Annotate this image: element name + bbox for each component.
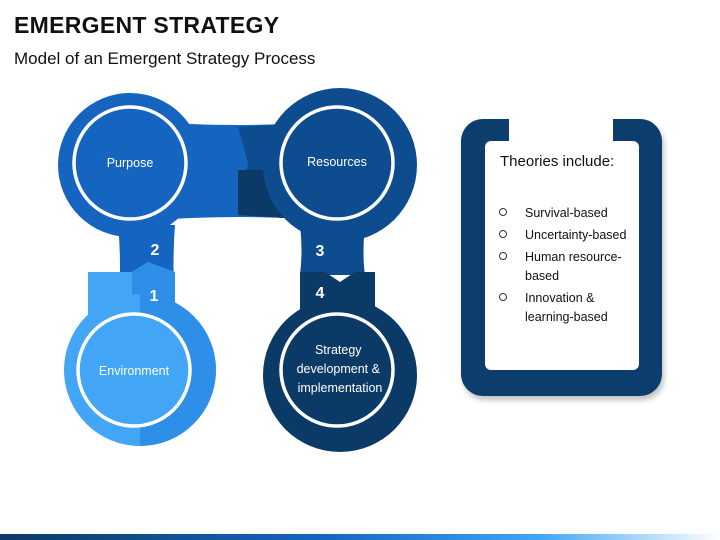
list-item: Survival-based bbox=[495, 204, 635, 223]
environment-label: Environment bbox=[99, 364, 170, 378]
bullet-icon bbox=[499, 230, 507, 238]
theory-text: learning-based bbox=[525, 310, 608, 324]
strategy-label: Strategy development & implementation bbox=[297, 343, 384, 395]
list-item: Uncertainty-based bbox=[495, 226, 635, 245]
bullet-icon bbox=[499, 293, 507, 301]
bullet-icon bbox=[499, 208, 507, 216]
page-subtitle: Model of an Emergent Strategy Process bbox=[14, 49, 316, 68]
theory-list: Survival-based Uncertainty-based Human r… bbox=[495, 204, 635, 330]
purpose-label: Purpose bbox=[107, 156, 154, 170]
step-number-4: 4 bbox=[316, 285, 325, 302]
list-item: Human resource- based bbox=[495, 248, 635, 286]
resources-label: Resources bbox=[307, 155, 367, 169]
theory-text: based bbox=[525, 269, 560, 283]
strategy-label-line: implementation bbox=[298, 381, 383, 395]
theory-text: Human resource- bbox=[525, 250, 622, 264]
theory-text: Uncertainty-based bbox=[525, 228, 627, 242]
strategy-label-line: Strategy bbox=[315, 343, 362, 357]
step-number-1: 1 bbox=[150, 288, 159, 305]
strategy-node bbox=[279, 312, 395, 428]
footer-gradient-bar bbox=[0, 534, 720, 540]
theory-text: Survival-based bbox=[525, 206, 608, 220]
step-number-3: 3 bbox=[316, 243, 325, 260]
step-number-2: 2 bbox=[151, 242, 160, 259]
bullet-icon bbox=[499, 252, 507, 260]
theory-text: Innovation & bbox=[525, 291, 595, 305]
list-item: Innovation & learning-based bbox=[495, 289, 635, 327]
environment-node bbox=[76, 312, 192, 428]
theories-title: Theories include: bbox=[500, 153, 615, 170]
clipboard-paper: Theories include: Survival-based Uncerta… bbox=[485, 141, 639, 370]
theories-clipboard: Theories include: Survival-based Uncerta… bbox=[461, 117, 662, 396]
page-title: EMERGENT STRATEGY bbox=[14, 12, 280, 38]
purpose-node bbox=[72, 105, 188, 221]
strategy-label-line: development & bbox=[297, 362, 381, 376]
resources-node bbox=[279, 105, 395, 221]
